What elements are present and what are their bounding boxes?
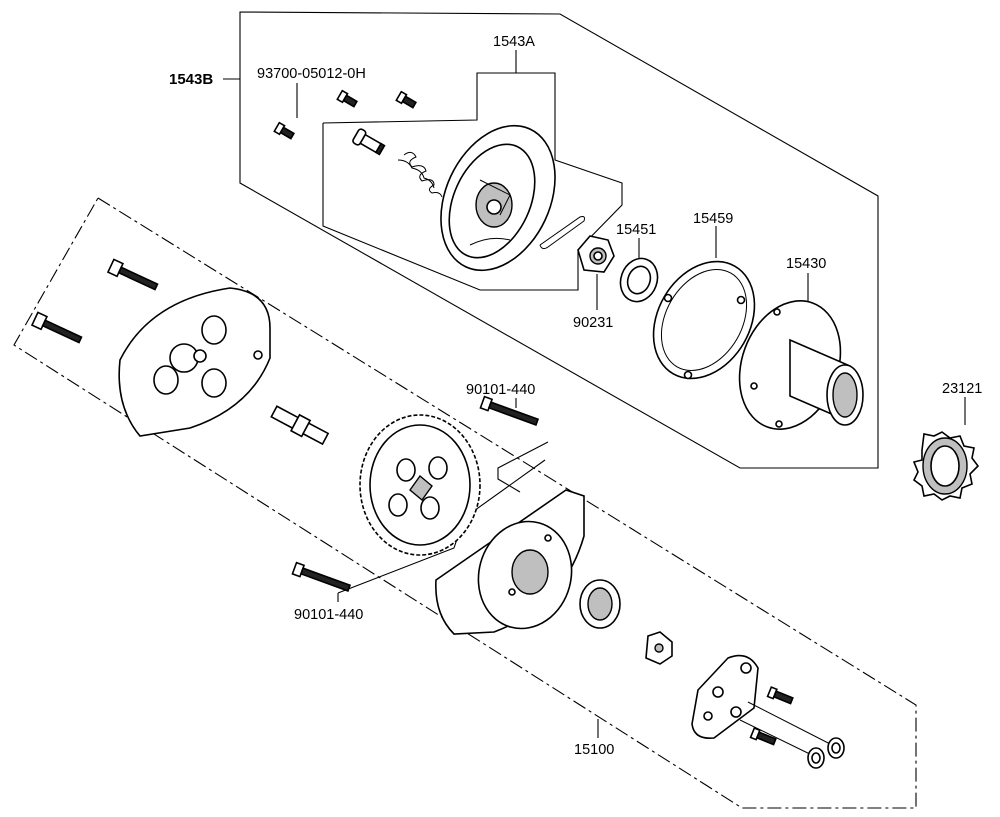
bolt-90101-upper bbox=[479, 395, 540, 426]
small-screw-a bbox=[766, 686, 794, 705]
label-15430: 15430 bbox=[786, 256, 826, 272]
assy-15100-outline bbox=[13, 197, 917, 809]
housing-15430 bbox=[738, 300, 864, 430]
pump-cover bbox=[118, 287, 271, 437]
spring-clip bbox=[539, 216, 585, 250]
gear-23121 bbox=[912, 431, 980, 501]
washer-small-a bbox=[827, 737, 845, 759]
coil-spring bbox=[397, 151, 443, 198]
label-90101-lower: 90101-440 bbox=[294, 607, 363, 623]
axis-line-a bbox=[747, 701, 839, 749]
nut-90231 bbox=[577, 235, 615, 273]
label-15459: 15459 bbox=[693, 211, 733, 227]
label-15100: 15100 bbox=[574, 742, 614, 758]
label-93700: 93700-05012-0H bbox=[257, 66, 366, 82]
label-1543a: 1543A bbox=[493, 34, 535, 50]
screw-93700-c bbox=[273, 121, 295, 140]
bolt-left-a bbox=[106, 258, 159, 291]
washer-small-b bbox=[807, 747, 825, 769]
gasket-15459 bbox=[652, 260, 756, 380]
outer-rotor bbox=[579, 579, 621, 629]
assy-1543b-outline bbox=[223, 11, 879, 469]
end-plate bbox=[691, 654, 759, 740]
label-23121: 23121 bbox=[942, 381, 982, 397]
axis-line-b bbox=[739, 719, 819, 759]
label-90231: 90231 bbox=[573, 315, 613, 331]
pump-body bbox=[435, 489, 585, 635]
inner-rotor bbox=[645, 631, 673, 665]
screw-93700-b bbox=[395, 90, 417, 109]
label-1543b: 1543B bbox=[169, 71, 213, 88]
drive-shaft bbox=[270, 405, 330, 446]
bolt-90101-lower bbox=[291, 561, 352, 592]
label-90101-upper: 90101-440 bbox=[466, 382, 535, 398]
plunger-pin bbox=[352, 128, 386, 156]
governor-cup bbox=[440, 124, 556, 272]
label-15451: 15451 bbox=[616, 222, 656, 238]
washer-15451 bbox=[619, 257, 659, 303]
small-screw-b bbox=[749, 727, 777, 746]
bolt-left-b bbox=[30, 311, 83, 344]
screw-93700-a bbox=[336, 89, 358, 108]
drive-gear bbox=[359, 414, 481, 556]
assy-1543a-outline bbox=[322, 50, 623, 291]
